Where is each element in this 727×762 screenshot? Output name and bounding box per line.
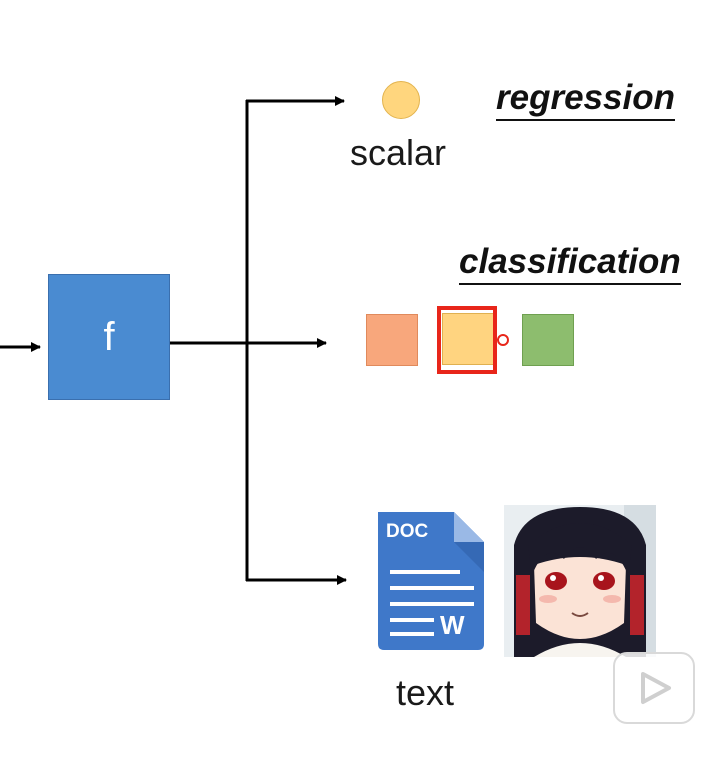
anime-portrait-image [504,505,656,657]
text-label: text [396,672,455,713]
play-icon [641,672,671,704]
regression-label: regression [496,79,675,121]
classification-label: classification [459,243,681,285]
function-box: f [48,274,170,400]
function-label: f [103,314,115,359]
doc-icon: DOC W [378,512,484,650]
class-option-yellow [442,313,494,365]
doc-icon-letter: W [440,610,465,640]
class-option-orange [366,314,418,366]
play-button[interactable] [613,652,695,724]
selected-class-frame [437,306,497,374]
scalar-label: scalar [350,132,447,173]
doc-icon-text: DOC [386,521,429,542]
scalar-dot [382,81,420,119]
class-option-green [522,314,574,366]
pointer-cursor [497,334,509,346]
